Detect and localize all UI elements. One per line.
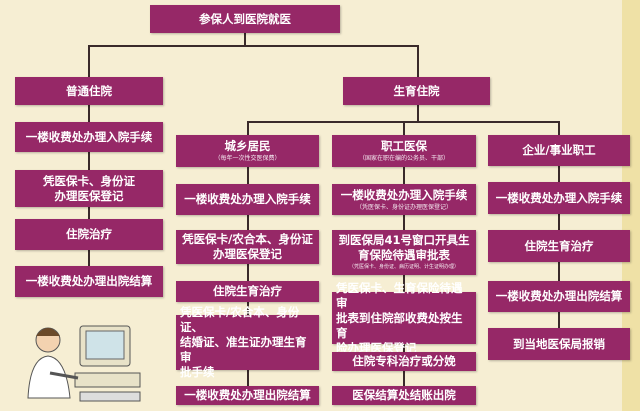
label: 普通住院: [66, 83, 112, 98]
label: 住院治疗: [66, 227, 112, 241]
label: 住院专科治疗或分娩: [352, 354, 456, 368]
enterprise-step-3: 一楼收费处办理出院结算: [488, 281, 630, 312]
employee-step-2: 到医保局41号窗口开具生 育保险待遇审批表 （凭医保卡、身份证、病历证明、计生证明…: [332, 230, 476, 275]
top-node: 参保人到医院就医: [150, 5, 340, 33]
label: 住院生育治疗: [213, 284, 282, 298]
enterprise-step-1: 一楼收费处办理入院手续: [488, 182, 630, 214]
urban-rural-step-4: 凭医保卡/农合本、身份证、 结婚证、准生证办理生育审 批手续: [176, 305, 319, 379]
enterprise-step-2: 住院生育治疗: [488, 230, 630, 262]
connector: [417, 105, 419, 121]
general-step-4: 一楼收费处办理出院结算: [15, 266, 163, 297]
employee-step-4: 住院专科治疗或分娩: [332, 352, 476, 371]
label: 职工医保: [381, 139, 427, 153]
label: 住院生育治疗: [524, 238, 594, 253]
label: 一楼收费处办理出院结算: [184, 388, 311, 402]
label: 一楼收费处办理出院结算: [25, 274, 153, 288]
urban-rural-step-5: 一楼收费处办理出院结算: [176, 386, 319, 405]
connector: [417, 45, 419, 77]
connector: [244, 33, 246, 45]
urban-rural-step-3: 住院生育治疗: [176, 281, 319, 302]
label: 企业/事业职工: [522, 143, 596, 157]
urban-rural-step-1: 一楼收费处办理入院手续: [176, 184, 319, 215]
label: 城乡居民: [224, 139, 271, 153]
employee-step-5: 医保结算处结账出院: [332, 386, 476, 405]
employee-step-1: 一楼收费处办理入院手续（凭医保卡、身份证办理医保登记）: [332, 184, 476, 215]
label: 凭医保卡、身份证 办理医保登记: [43, 173, 135, 203]
label: 凭医保卡、生育保险待遇审 批表到住院部收费处按生育 险办理医保登记: [336, 280, 463, 355]
enterprise-step-4: 到当地医保局报销: [488, 328, 630, 360]
employee-title: 职工医保 （国家在职在编的公务员、干部）: [332, 135, 476, 167]
label: 到医保局41号窗口开具生 育保险待遇审批表: [338, 233, 470, 262]
general-step-3: 住院治疗: [15, 219, 163, 250]
connector: [88, 45, 90, 77]
computer-user-clipart: [27, 325, 141, 402]
general-step-1: 一楼收费处办理入院手续: [15, 122, 163, 152]
note: （凭医保卡、身份证办理医保登记）: [355, 203, 452, 211]
label: 一楼收费处办理入院手续: [340, 187, 468, 202]
label: 一楼收费处办理入院手续: [184, 192, 311, 206]
label: 凭医保卡/农合本、身份证、 结婚证、准生证办理生育审 批手续: [180, 305, 307, 379]
urban-rural-title: 城乡居民 （每年一次性交医保费）: [176, 135, 319, 167]
top-label: 参保人到医院就医: [199, 11, 291, 26]
urban-rural-step-2: 凭医保卡/农合本、身份证 办理医保登记: [176, 230, 319, 264]
enterprise-title: 企业/事业职工: [488, 135, 630, 166]
label: 到当地医保局报销: [513, 336, 605, 351]
label: 凭医保卡/农合本、身份证 办理医保登记: [182, 232, 313, 261]
label: 一楼收费处办理出院结算: [495, 289, 623, 303]
label: 一楼收费处办理入院手续: [25, 129, 153, 144]
label: 医保结算处结账出院: [352, 388, 456, 402]
general-title: 普通住院: [15, 77, 163, 105]
connector: [88, 45, 418, 47]
note: （每年一次性交医保费）: [214, 155, 281, 162]
note: （凭医保卡、身份证、病历证明、计生证明办理）: [348, 264, 459, 270]
general-step-2: 凭医保卡、身份证 办理医保登记: [15, 170, 163, 207]
maternity-title: 生育住院: [343, 77, 490, 105]
employee-step-3: 凭医保卡、生育保险待遇审 批表到住院部收费处按生育 险办理医保登记: [332, 281, 476, 355]
note: （国家在职在编的公务员、干部）: [358, 155, 449, 162]
label: 一楼收费处办理入院手续: [495, 190, 623, 205]
label: 生育住院: [393, 83, 440, 98]
